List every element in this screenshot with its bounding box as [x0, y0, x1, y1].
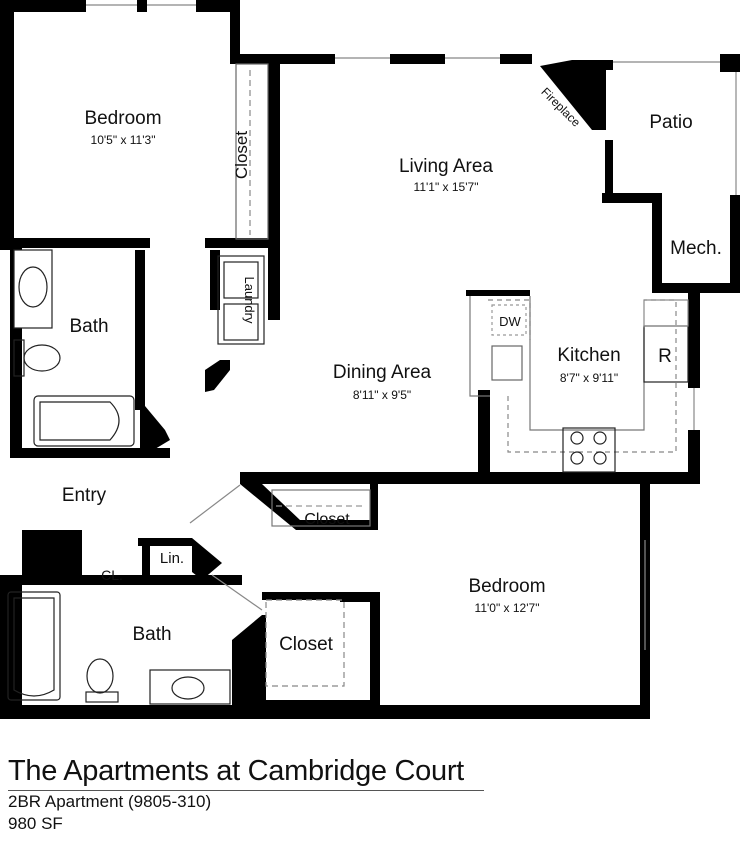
- bedroom1-dims: 10'5" x 11'3": [91, 133, 156, 147]
- walls: [0, 0, 740, 719]
- listing-info: The Apartments at Cambridge Court 2BR Ap…: [8, 754, 528, 835]
- mech-label: Mech.: [670, 238, 722, 259]
- living-dims: 11'1" x 15'7": [414, 180, 479, 194]
- dw-label: DW: [499, 314, 521, 329]
- fixtures: [7, 4, 737, 705]
- bath1-label: Bath: [69, 316, 108, 337]
- kitchen-dims: 8'7" x 9'11": [560, 371, 618, 385]
- closet2-label: Closet: [304, 511, 350, 528]
- title-divider: [8, 790, 484, 791]
- dining-dims: 8'11" x 9'5": [353, 388, 411, 402]
- closet1-label: Closet: [232, 131, 251, 179]
- bath2-label: Bath: [132, 624, 171, 645]
- bedroom1-label: Bedroom: [84, 108, 161, 129]
- living-label: Living Area: [399, 156, 493, 177]
- unit-type: 2BR Apartment (9805-310): [8, 792, 212, 811]
- coat-closet-label: CL.: [101, 567, 123, 583]
- laundry-label: Laundry: [242, 277, 257, 324]
- kitchen-label: Kitchen: [557, 345, 620, 366]
- square-footage: 980 SF: [8, 814, 63, 833]
- linen-label: Lin.: [160, 550, 184, 567]
- bedroom2-label: Bedroom: [468, 576, 545, 597]
- bedroom2-dims: 11'0" x 12'7": [475, 601, 540, 615]
- entry-label: Entry: [62, 485, 107, 506]
- fridge-label: R: [658, 346, 672, 367]
- dining-label: Dining Area: [333, 362, 432, 383]
- patio-label: Patio: [649, 112, 692, 133]
- property-title: The Apartments at Cambridge Court: [8, 755, 464, 787]
- closet3-label: Closet: [279, 634, 334, 655]
